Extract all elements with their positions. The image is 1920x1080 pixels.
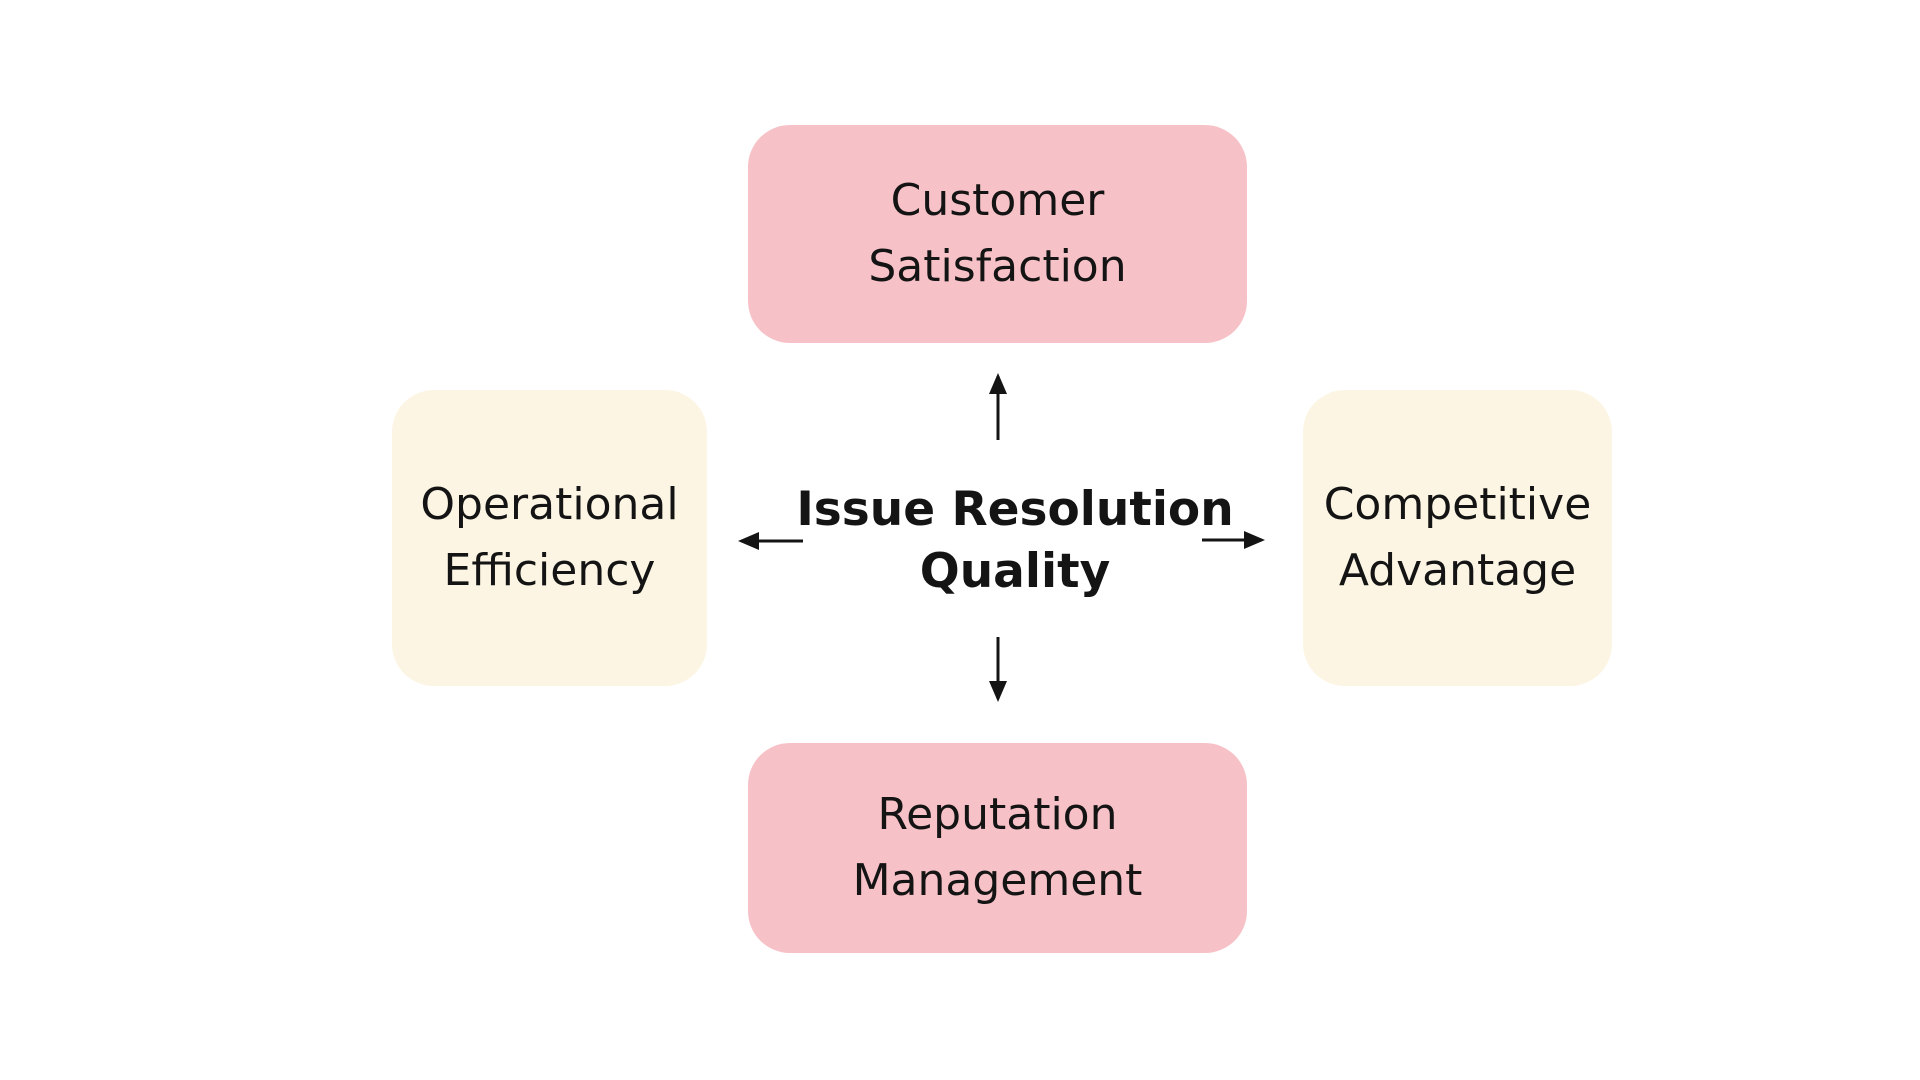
node-customer-satisfaction: Customer Satisfaction — [748, 125, 1247, 343]
center-label-issue-resolution-quality: Issue Resolution Quality — [765, 472, 1265, 610]
node-operational-efficiency: Operational Efficiency — [392, 390, 707, 686]
node-label-line: Reputation — [877, 789, 1118, 840]
node-label-line: Satisfaction — [868, 241, 1127, 292]
node-competitive-advantage: Competitive Advantage — [1303, 390, 1612, 686]
center-label-line: Issue Resolution — [796, 481, 1234, 537]
node-label-line: Management — [852, 855, 1143, 906]
node-label-line: Customer — [890, 175, 1105, 226]
node-label-line: Advantage — [1338, 545, 1577, 596]
center-label-line: Quality — [919, 544, 1111, 599]
node-label-line: Efficiency — [443, 545, 656, 596]
node-label-line: Competitive — [1323, 479, 1592, 530]
node-reputation-management: Reputation Management — [748, 743, 1247, 953]
node-label-line: Operational — [420, 479, 679, 530]
